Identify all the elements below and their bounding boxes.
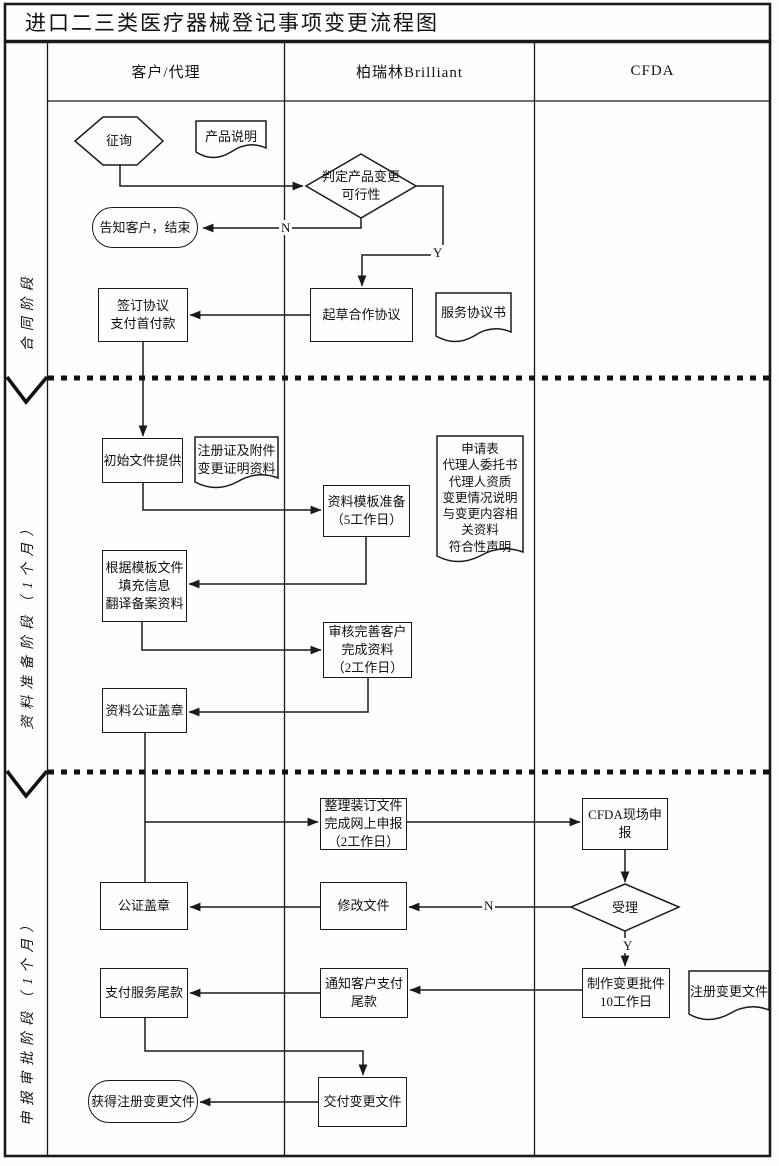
- flow-node-notify-end: 告知客户，结束: [92, 207, 198, 248]
- document-app-docs-label: 申请表 代理人委托书 代理人资质 变更情况说明 与变更内容相 关资料 符合性声明: [442, 442, 518, 554]
- flow-node-notarize: 公证盖章: [100, 882, 188, 930]
- decision-feasibility-shape: [304, 153, 418, 219]
- flow-node-cfda-onsite: CFDA现场申报: [582, 798, 668, 850]
- flow-node-review-complete: 审核完善客户 完成资料 （2工作日）: [323, 622, 412, 678]
- flow-node-deliver-file: 交付变更文件: [318, 1077, 407, 1127]
- flow-node-inquiry-label: 征询: [105, 133, 132, 149]
- decision-accept-shape: [569, 883, 681, 932]
- document-product-desc-label: 产品说明: [204, 129, 257, 145]
- outer-border: [3, 2, 772, 1158]
- phase-dividers: [5, 375, 770, 799]
- document-reg-change-file-shape: [688, 970, 770, 1021]
- flow-node-obtain-file: 获得注册变更文件: [88, 1080, 198, 1123]
- hexagon-inquiry-shape: [73, 116, 165, 166]
- document-reg-cert-label: 注册证及附件 变更证明资料: [197, 443, 276, 476]
- connector-arrows: [119, 165, 630, 1107]
- flow-node-initial-docs: 初始文件提供: [102, 438, 183, 483]
- flow-node-modify-docs: 修改文件: [320, 882, 407, 930]
- lane-header-cfda: CFDA: [630, 62, 675, 79]
- flow-node-make-approval: 制作变更批件 10工作日: [582, 968, 670, 1018]
- flow-node-template-prep: 资料模板准备 （5工作日）: [323, 485, 410, 537]
- page-title: 进口二三类医疗器械登记事项变更流程图: [25, 11, 439, 35]
- document-service-agreement-shape: [435, 292, 512, 343]
- flow-node-bind-submit: 整理装订文件 完成网上申报 （2工作日）: [320, 798, 407, 850]
- flow-node-notarize-docs: 资料公证盖章: [102, 688, 187, 733]
- flow-node-fill-translate: 根据模板文件 填充信息 翻译备案资料: [102, 550, 187, 622]
- phase-label-approval: 申报审批阶段（1个月）: [21, 910, 36, 1127]
- document-reg-change-file-label: 注册变更文件: [689, 984, 768, 1000]
- decision-accept-label: 受理: [611, 899, 638, 915]
- branch-label-accept-yes: Y: [621, 938, 635, 953]
- phase-label-preparation: 资料准备阶段（1个月）: [21, 514, 36, 731]
- document-service-agreement-label: 服务协议书: [440, 305, 506, 321]
- lane-header-customer-agent: 客户/代理: [131, 64, 201, 81]
- flow-node-pay-balance: 支付服务尾款: [100, 968, 188, 1018]
- document-product-desc-shape: [195, 120, 267, 159]
- branch-label-accept-no: N: [482, 898, 496, 913]
- document-app-docs-shape: [436, 435, 524, 563]
- phase-label-contract: 合同阶段: [21, 268, 36, 352]
- branch-label-feasibility-yes: Y: [431, 245, 445, 260]
- branch-label-feasibility-no: N: [279, 220, 293, 235]
- document-reg-cert-shape: [194, 436, 279, 489]
- flow-node-notify-payment: 通知客户支付 尾款: [320, 968, 408, 1018]
- decision-feasibility-label: 判定产品变更 可行性: [321, 169, 400, 202]
- flow-node-sign-pay: 签订协议 支付首付款: [98, 288, 188, 342]
- lane-header-brilliant: 柏瑞林Brilliant: [356, 64, 463, 81]
- chevron-divider-1: [5, 375, 49, 405]
- flow-node-draft-agreement: 起草合作协议: [310, 288, 413, 342]
- chevron-divider-2: [5, 769, 49, 799]
